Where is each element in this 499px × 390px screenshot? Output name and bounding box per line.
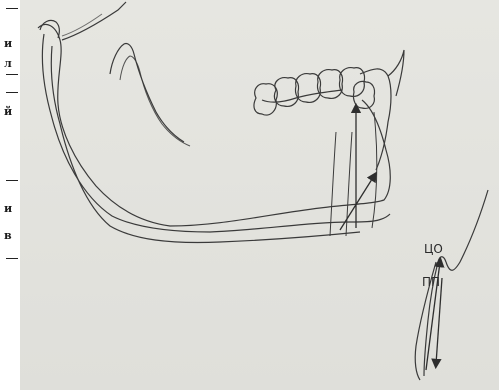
- tooth: [254, 84, 277, 115]
- label-centric-occlusion: ЦО: [424, 242, 443, 256]
- trajectory-line: [346, 132, 352, 236]
- maxilla-contour-inner: [62, 14, 102, 36]
- mandible-outline-1: [38, 24, 390, 226]
- maxilla-contour: [62, 2, 126, 40]
- mandible-outline-3: [51, 46, 360, 242]
- trajectory-line: [330, 132, 336, 236]
- tooth: [317, 70, 342, 99]
- tooth: [295, 74, 320, 103]
- teeth-row: [254, 68, 375, 115]
- inset-incisor-outline: [446, 190, 488, 270]
- coronoid-process: [110, 43, 184, 142]
- label-path: ПП: [422, 275, 440, 289]
- mandible-outline-2: [42, 34, 390, 232]
- condyle: [40, 20, 59, 38]
- coronoid-process-2: [120, 56, 190, 146]
